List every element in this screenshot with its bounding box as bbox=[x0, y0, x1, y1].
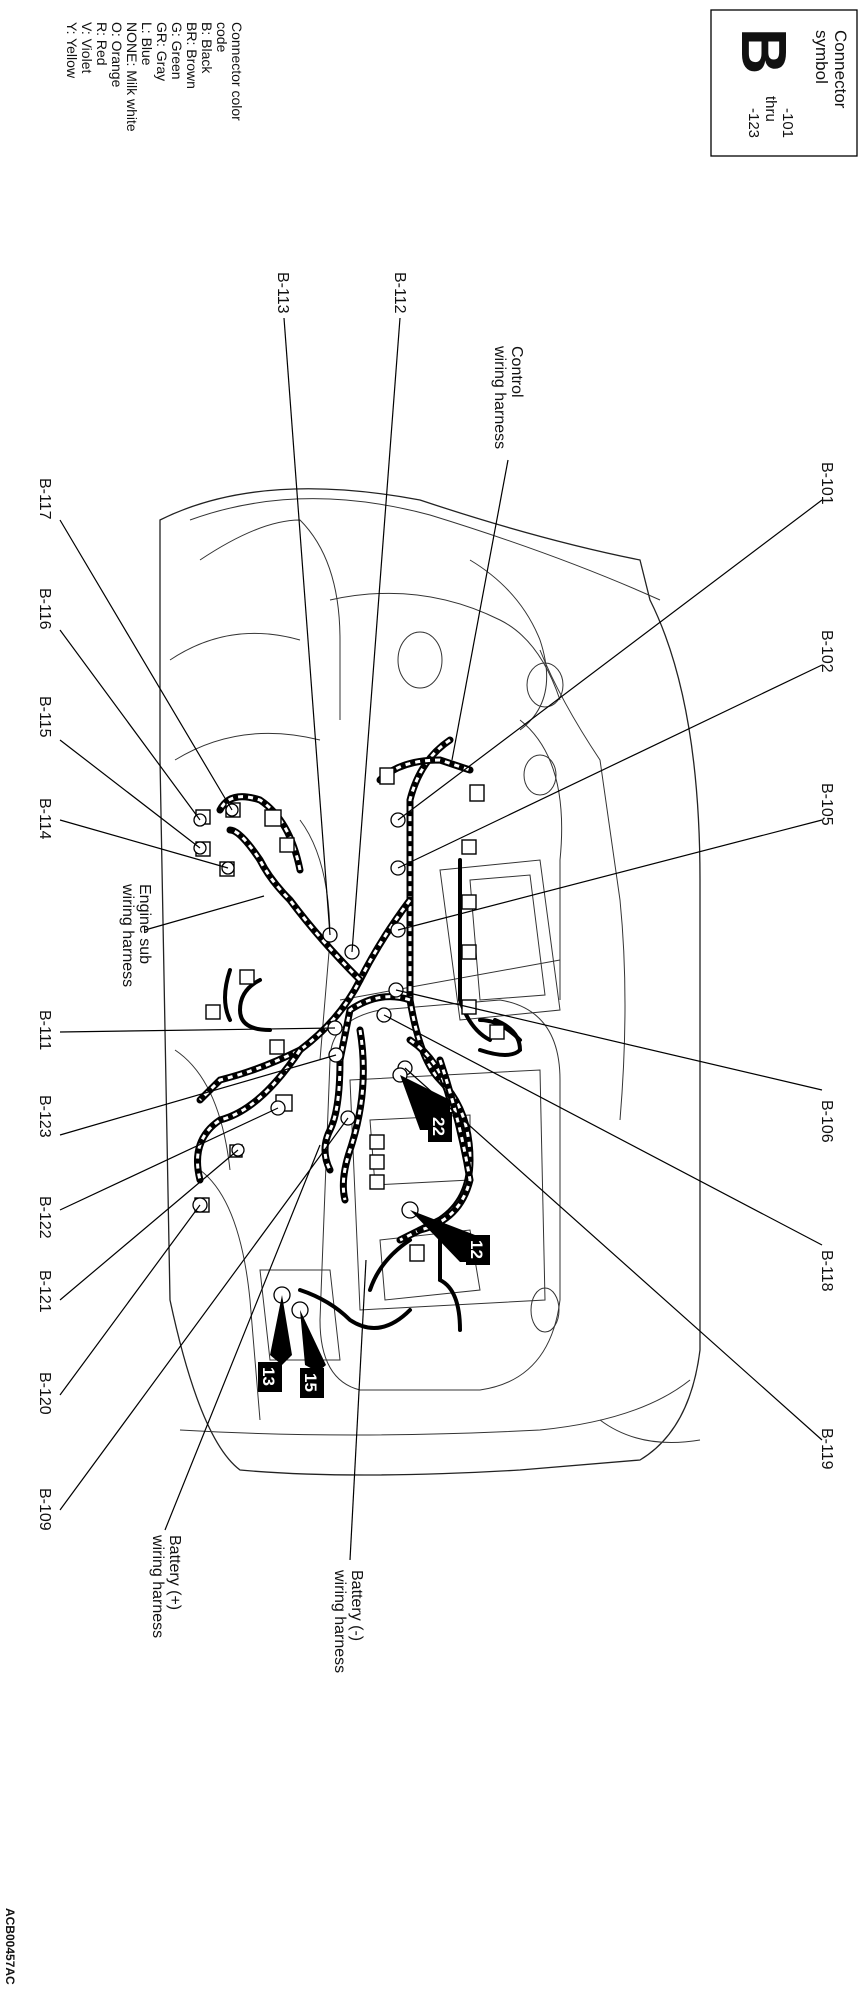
ground-15-badge bbox=[300, 1368, 324, 1398]
connector-body bbox=[461, 944, 477, 960]
connector-labels-top: B-112 B-113 Control wiring harness bbox=[274, 272, 525, 449]
label-b109: B-109 bbox=[36, 1488, 53, 1531]
wiring-harness-network bbox=[194, 736, 523, 1332]
label-b113: B-113 bbox=[274, 272, 291, 314]
ground-12-badge bbox=[466, 1235, 490, 1265]
connector-range-end: -123 bbox=[745, 108, 762, 138]
legend-item: O: Orange bbox=[109, 22, 125, 88]
harness-labels: Engine sub wiring harness Battery (+) wi… bbox=[119, 883, 365, 1673]
ground-13-label: 13 bbox=[259, 1367, 278, 1386]
label-b114: B-114 bbox=[36, 798, 53, 840]
figure-code: ACB00457AC bbox=[3, 1908, 17, 1985]
ground-22-badge bbox=[428, 1112, 452, 1142]
connector-body bbox=[239, 969, 255, 985]
legend-item: G: Green bbox=[169, 22, 185, 80]
label-control-harness: Control bbox=[508, 346, 525, 398]
ground-13-badge bbox=[258, 1362, 282, 1392]
ground-point-flags: 22 12 13 15 bbox=[258, 1075, 490, 1398]
label-b118: B-118 bbox=[818, 1250, 835, 1292]
label-b116: B-116 bbox=[36, 588, 53, 630]
connector-locator-dots bbox=[192, 803, 419, 1319]
label-b117: B-117 bbox=[36, 478, 53, 520]
connector-range-start: -101 bbox=[779, 108, 796, 138]
connector-body bbox=[205, 1004, 221, 1020]
label-b102: B-102 bbox=[818, 630, 835, 673]
connector-symbol-letter: B bbox=[728, 28, 800, 74]
label-b119: B-119 bbox=[818, 1428, 835, 1470]
label-b115: B-115 bbox=[36, 696, 53, 738]
connector-symbol-title-2: symbol bbox=[812, 30, 831, 84]
connector-color-legend: Connector color code B: Black BR: Brown … bbox=[64, 22, 245, 132]
connector-body bbox=[469, 784, 485, 802]
connector-body bbox=[369, 1154, 385, 1170]
label-battery-negative-harness: Battery (-) bbox=[348, 1570, 365, 1641]
connector-body bbox=[379, 767, 395, 785]
label-engine-sub-harness-2: wiring harness bbox=[119, 883, 136, 987]
connector-body bbox=[264, 809, 282, 827]
connector-body bbox=[369, 1174, 385, 1190]
label-b105: B-105 bbox=[818, 783, 835, 826]
label-b122: B-122 bbox=[36, 1196, 53, 1239]
ground-12-label: 12 bbox=[467, 1240, 486, 1259]
connector-body bbox=[409, 1244, 425, 1262]
connector-body bbox=[461, 894, 477, 910]
legend-item: BR: Brown bbox=[184, 22, 200, 89]
label-b106: B-106 bbox=[818, 1100, 835, 1143]
legend-item: B: Black bbox=[199, 22, 215, 74]
connector-body bbox=[369, 1134, 385, 1150]
label-b101: B-101 bbox=[818, 462, 835, 505]
label-battery-negative-harness-2: wiring harness bbox=[331, 1569, 348, 1673]
legend-item: GR: Gray bbox=[154, 22, 170, 81]
connector-symbol-box: Connector symbol B -101 thru -123 bbox=[710, 9, 858, 157]
legend-item: R: Red bbox=[94, 22, 110, 66]
connector-body bbox=[269, 1039, 285, 1055]
connector-labels-right: B-101 B-102 B-105 B-106 B-118 B-119 bbox=[818, 462, 835, 1470]
connector-labels-left: B-117 B-116 B-115 B-114 B-111 B-123 B-12… bbox=[36, 478, 53, 1531]
label-control-harness-2: wiring harness bbox=[491, 345, 508, 449]
label-b121: B-121 bbox=[36, 1270, 53, 1313]
legend-title: Connector color bbox=[229, 22, 245, 121]
label-b123: B-123 bbox=[36, 1095, 53, 1138]
ground-22-label: 22 bbox=[429, 1117, 448, 1136]
connector-range-thru: thru bbox=[762, 96, 779, 122]
ground-15-label: 15 bbox=[301, 1373, 320, 1392]
ground-13-flag bbox=[270, 1295, 292, 1365]
connector-body bbox=[489, 1024, 505, 1040]
label-battery-positive-harness-2: wiring harness bbox=[149, 1534, 166, 1638]
label-b111: B-111 bbox=[36, 1010, 53, 1050]
connector-body bbox=[461, 839, 477, 855]
legend-item: V: Violet bbox=[79, 22, 95, 73]
label-b112: B-112 bbox=[391, 272, 408, 314]
legend-title-2: code bbox=[214, 22, 230, 53]
label-engine-sub-harness: Engine sub bbox=[136, 884, 153, 964]
label-battery-positive-harness: Battery (+) bbox=[166, 1535, 183, 1610]
legend-item: NONE: Milk white bbox=[124, 22, 140, 132]
engine-bay-outline bbox=[159, 488, 701, 1476]
connector-body bbox=[279, 837, 295, 853]
legend-item: Y: Yellow bbox=[64, 22, 80, 79]
ground-15-flag bbox=[300, 1310, 326, 1372]
legend-item: L: Blue bbox=[139, 22, 155, 66]
leader-lines bbox=[59, 317, 823, 1561]
connector-symbol-title: Connector bbox=[831, 30, 850, 109]
label-b120: B-120 bbox=[36, 1372, 53, 1415]
